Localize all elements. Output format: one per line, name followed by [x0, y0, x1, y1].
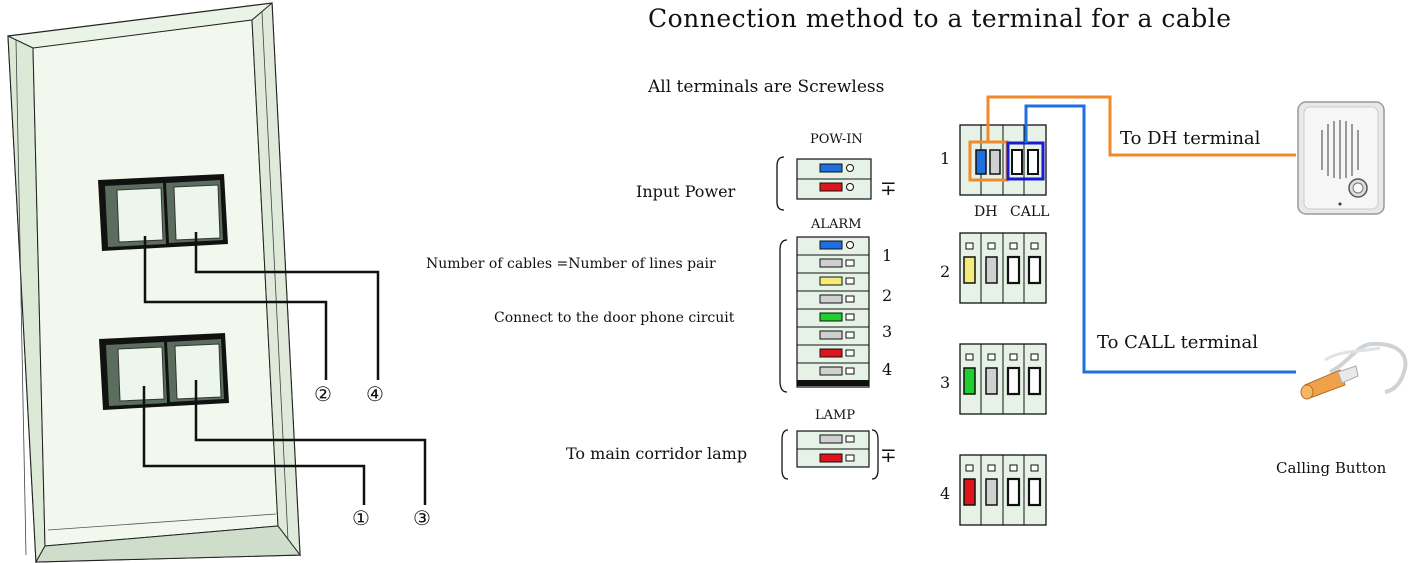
door-phone-circuit-label: Connect to the door phone circuit [494, 310, 735, 326]
dh-wire [986, 95, 1296, 157]
callout-4: ④ [366, 382, 384, 406]
callout-3: ③ [413, 506, 431, 530]
upper-switch-pair [98, 174, 228, 251]
alarm-label: ALARM [811, 217, 862, 232]
terminal-number-1: 1 [940, 149, 951, 168]
ground-symbol-lamp: ∓ [880, 443, 897, 467]
terminal-strip-4 [959, 454, 1047, 526]
calling-button-label: Calling Button [1276, 459, 1387, 477]
lamp-terminal-block [796, 430, 870, 468]
ground-symbol-power: ∓ [880, 176, 897, 200]
terminal-strip-2 [959, 232, 1047, 304]
alarm-number-2: 2 [882, 286, 893, 305]
call-wire [1024, 104, 1296, 374]
pow-in-terminal-block [796, 158, 872, 200]
alarm-number-4: 4 [882, 360, 893, 379]
subtitle: All terminals are Screwless [648, 77, 885, 97]
to-dh-terminal-label: To DH terminal [1120, 128, 1261, 149]
terminal-strip-1 [959, 124, 1047, 196]
wall-plate [7, 1, 301, 563]
callout-2: ② [314, 382, 332, 406]
page-title: Connection method to a terminal for a ca… [648, 4, 1232, 33]
cables-label: Number of cables =Number of lines pair [426, 256, 716, 272]
input-power-label: Input Power [636, 182, 736, 201]
dh-label: DH [974, 204, 998, 220]
alarm-number-3: 3 [882, 322, 893, 341]
alarm-terminal-block [796, 236, 870, 388]
door-phone-icon [1297, 101, 1385, 215]
alarm-number-1: 1 [882, 246, 893, 265]
terminal-number-3: 3 [940, 373, 951, 392]
lamp-label: LAMP [815, 408, 856, 423]
terminal-number-4: 4 [940, 484, 951, 503]
lower-switch-pair [99, 333, 229, 410]
corridor-lamp-label: To main corridor lamp [566, 444, 748, 463]
switch-callout-lines [142, 232, 427, 505]
call-label: CALL [1010, 204, 1050, 220]
calling-button-icon [1300, 341, 1408, 400]
terminal-strip-3 [959, 343, 1047, 415]
terminal-number-2: 2 [940, 262, 951, 281]
to-call-terminal-label: To CALL terminal [1097, 332, 1258, 353]
group-brackets [776, 156, 879, 480]
pow-in-label: POW-IN [810, 132, 863, 147]
callout-1: ① [352, 506, 370, 530]
